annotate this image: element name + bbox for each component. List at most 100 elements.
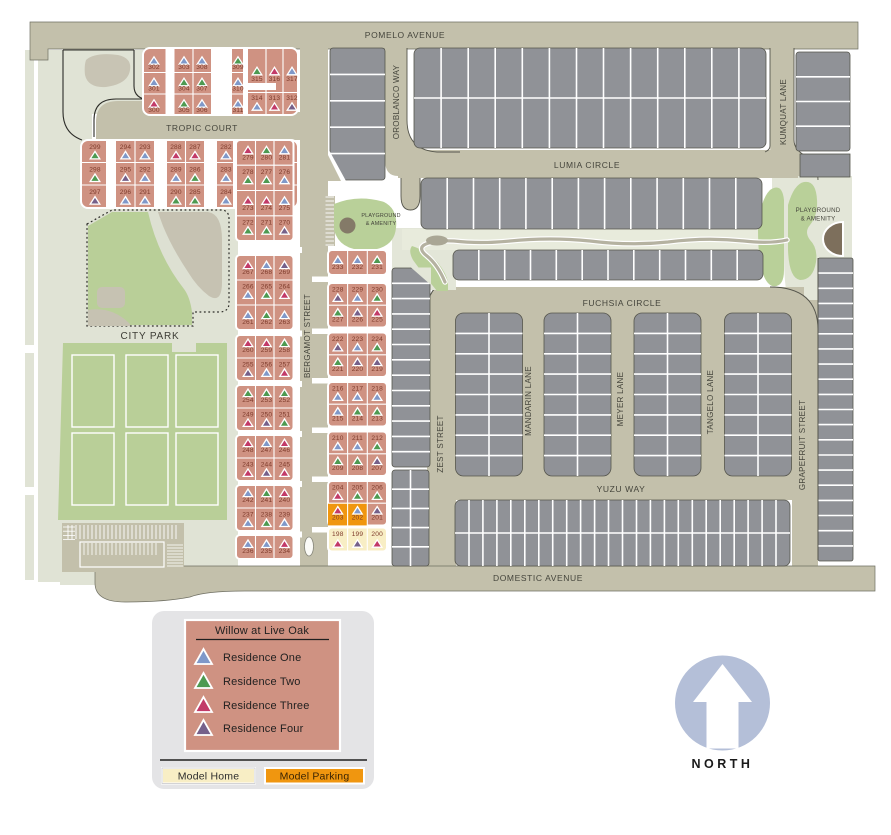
svg-text:273: 273 xyxy=(242,205,254,212)
svg-text:204: 204 xyxy=(332,485,344,492)
svg-text:261: 261 xyxy=(242,319,254,326)
svg-text:270: 270 xyxy=(279,219,291,226)
svg-text:297: 297 xyxy=(89,189,101,196)
svg-text:NORTH: NORTH xyxy=(692,757,754,771)
svg-text:301: 301 xyxy=(148,86,160,93)
svg-text:200: 200 xyxy=(371,531,383,538)
svg-text:306: 306 xyxy=(196,107,208,114)
svg-text:206: 206 xyxy=(371,485,383,492)
svg-text:278: 278 xyxy=(242,169,254,176)
svg-text:296: 296 xyxy=(120,189,132,196)
svg-text:251: 251 xyxy=(279,412,291,419)
svg-text:277: 277 xyxy=(261,169,273,176)
svg-text:238: 238 xyxy=(261,512,273,519)
svg-text:265: 265 xyxy=(261,284,273,291)
svg-text:242: 242 xyxy=(242,497,254,504)
svg-text:274: 274 xyxy=(261,205,273,212)
svg-text:272: 272 xyxy=(242,219,254,226)
svg-text:231: 231 xyxy=(371,264,383,271)
svg-text:240: 240 xyxy=(279,497,291,504)
svg-text:244: 244 xyxy=(261,462,273,469)
svg-text:303: 303 xyxy=(178,64,190,71)
svg-text:266: 266 xyxy=(242,284,254,291)
svg-text:219: 219 xyxy=(371,366,383,373)
svg-text:292: 292 xyxy=(139,167,151,174)
svg-text:213: 213 xyxy=(371,416,383,423)
svg-text:263: 263 xyxy=(279,319,291,326)
svg-text:Willow at Live Oak: Willow at Live Oak xyxy=(215,625,309,637)
svg-text:271: 271 xyxy=(261,219,273,226)
svg-text:264: 264 xyxy=(279,284,291,291)
svg-text:281: 281 xyxy=(279,154,291,161)
svg-text:298: 298 xyxy=(89,167,101,174)
svg-text:207: 207 xyxy=(371,465,383,472)
svg-text:290: 290 xyxy=(170,189,182,196)
svg-text:FUCHSIA CIRCLE: FUCHSIA CIRCLE xyxy=(583,298,662,308)
svg-text:201: 201 xyxy=(371,515,383,522)
svg-text:MANDARIN LANE: MANDARIN LANE xyxy=(524,366,533,436)
svg-text:243: 243 xyxy=(242,462,254,469)
svg-text:250: 250 xyxy=(261,412,273,419)
svg-text:248: 248 xyxy=(242,447,254,454)
svg-text:230: 230 xyxy=(371,287,383,294)
svg-text:317: 317 xyxy=(286,76,298,83)
svg-text:Residence One: Residence One xyxy=(223,652,301,664)
svg-text:234: 234 xyxy=(279,548,291,555)
svg-text:& AMENITY: & AMENITY xyxy=(366,221,397,227)
svg-text:311: 311 xyxy=(232,107,243,114)
svg-text:285: 285 xyxy=(189,189,201,196)
svg-text:216: 216 xyxy=(332,386,344,393)
svg-text:LUMIA CIRCLE: LUMIA CIRCLE xyxy=(554,160,620,170)
svg-text:POMELO AVENUE: POMELO AVENUE xyxy=(365,30,445,40)
svg-text:OROBLANCO WAY: OROBLANCO WAY xyxy=(392,64,401,139)
svg-text:280: 280 xyxy=(261,154,273,161)
svg-text:262: 262 xyxy=(261,319,273,326)
svg-text:Model Parking: Model Parking xyxy=(280,771,350,783)
svg-text:245: 245 xyxy=(279,462,291,469)
svg-text:259: 259 xyxy=(261,347,273,354)
svg-text:215: 215 xyxy=(332,416,344,423)
svg-text:253: 253 xyxy=(261,397,273,404)
svg-text:224: 224 xyxy=(371,336,383,343)
svg-text:Model Home: Model Home xyxy=(178,771,240,783)
svg-text:228: 228 xyxy=(332,287,344,294)
svg-text:241: 241 xyxy=(261,497,273,504)
svg-text:299: 299 xyxy=(89,144,101,151)
svg-text:293: 293 xyxy=(139,144,151,151)
svg-text:291: 291 xyxy=(139,189,151,196)
svg-text:282: 282 xyxy=(220,144,232,151)
svg-text:GRAPEFRUIT STREET: GRAPEFRUIT STREET xyxy=(798,400,807,490)
svg-text:283: 283 xyxy=(220,167,232,174)
svg-text:PLAYGROUND: PLAYGROUND xyxy=(361,213,400,219)
svg-text:223: 223 xyxy=(352,336,364,343)
svg-text:295: 295 xyxy=(120,167,132,174)
svg-text:210: 210 xyxy=(332,435,344,442)
svg-text:212: 212 xyxy=(371,435,383,442)
svg-text:305: 305 xyxy=(178,107,190,114)
svg-text:203: 203 xyxy=(332,515,344,522)
svg-text:PLAYGROUND: PLAYGROUND xyxy=(796,207,841,214)
svg-text:239: 239 xyxy=(279,512,291,519)
svg-text:312: 312 xyxy=(286,95,298,102)
svg-text:236: 236 xyxy=(242,548,254,555)
svg-text:302: 302 xyxy=(148,64,160,71)
svg-text:208: 208 xyxy=(352,465,364,472)
svg-text:257: 257 xyxy=(279,362,291,369)
svg-text:CITY PARK: CITY PARK xyxy=(120,331,179,342)
svg-text:276: 276 xyxy=(279,169,291,176)
svg-text:217: 217 xyxy=(352,386,364,393)
svg-text:269: 269 xyxy=(279,269,291,276)
svg-text:202: 202 xyxy=(352,515,364,522)
svg-text:BERGAMOT STREET: BERGAMOT STREET xyxy=(303,294,312,378)
svg-text:258: 258 xyxy=(279,347,291,354)
svg-text:247: 247 xyxy=(261,447,273,454)
svg-text:226: 226 xyxy=(352,317,364,324)
svg-text:260: 260 xyxy=(242,347,254,354)
svg-text:314: 314 xyxy=(251,95,263,102)
svg-text:227: 227 xyxy=(332,317,344,324)
svg-text:268: 268 xyxy=(261,269,273,276)
svg-text:214: 214 xyxy=(352,416,364,423)
svg-text:235: 235 xyxy=(261,548,273,555)
svg-text:252: 252 xyxy=(279,397,291,404)
svg-text:267: 267 xyxy=(242,269,254,276)
